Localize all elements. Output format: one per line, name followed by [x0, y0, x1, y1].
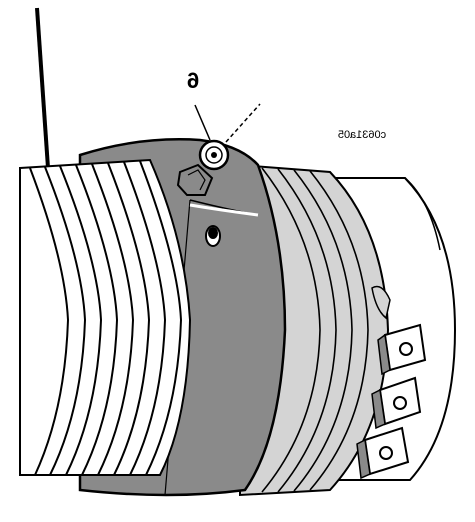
terminal-block-icon: [371, 376, 422, 430]
callout-label: 6: [187, 68, 199, 93]
callout-leader-line: [194, 104, 211, 141]
left-coil-winding: [19, 158, 192, 476]
terminal-blocks: [356, 285, 427, 480]
grease-fitting-icon: [176, 139, 230, 196]
terminal-block-icon: [377, 323, 427, 376]
terminal-block-icon: [356, 426, 410, 480]
fitting-axis-dashed: [225, 103, 261, 143]
figure-code: c0631a05: [338, 129, 386, 141]
support-rod: [35, 7, 50, 169]
